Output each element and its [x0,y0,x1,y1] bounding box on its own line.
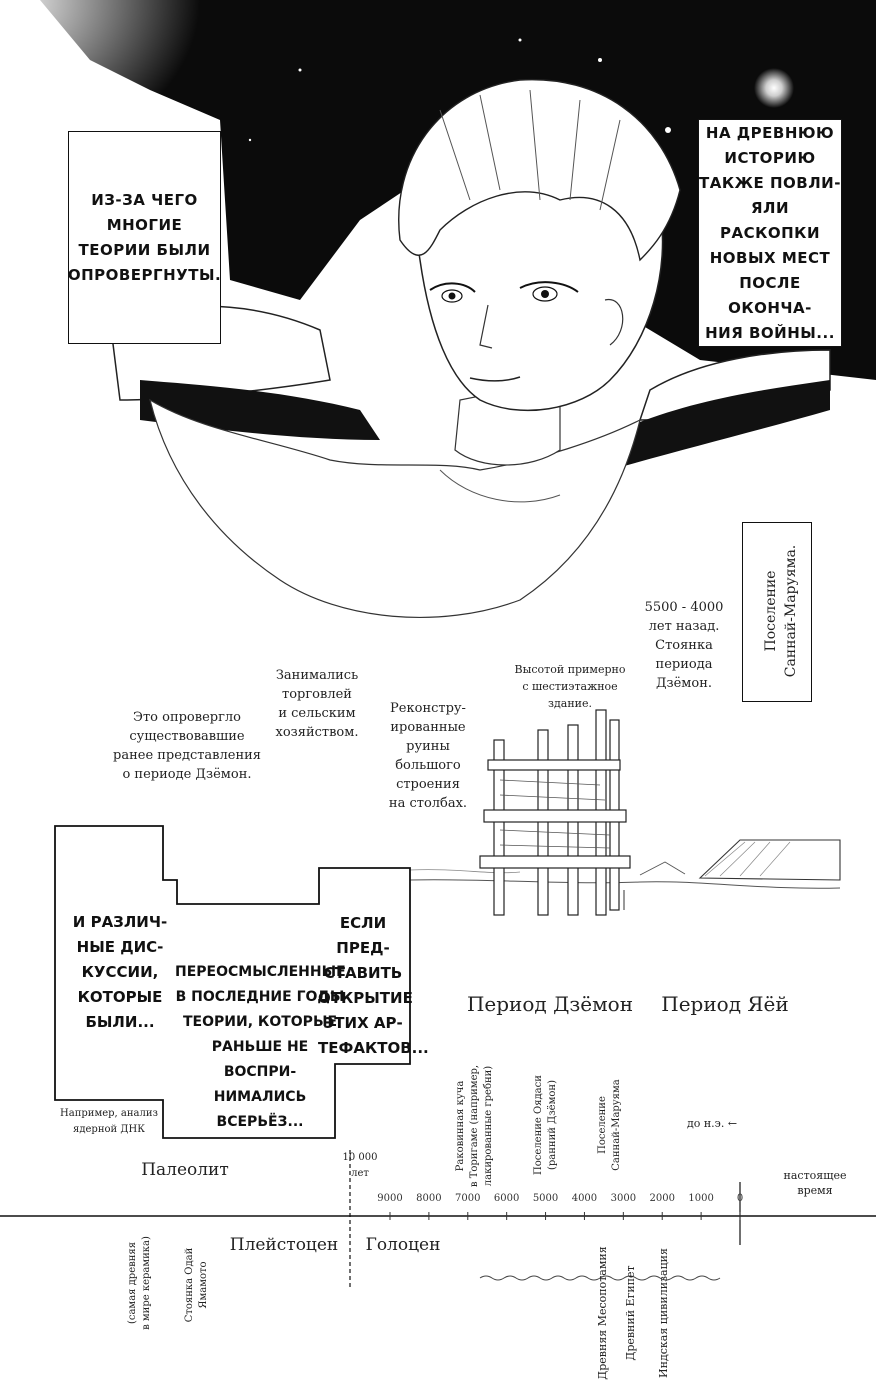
farming-note: Занимались торговлей и сельским хозяйств… [275,668,359,740]
timeline-tick-label: 3000 [610,1193,637,1204]
timeline-tick-label: 5000 [532,1193,559,1204]
paleolithic-label: Палеолит [141,1160,229,1180]
height-note: Высотой примерно с шестиэтажное здание. [514,663,626,710]
timeline-tick-label: 9000 [377,1193,403,1204]
ancient-egypt-label: Древний Египет [624,1265,637,1361]
caption-discussions: И РАЗЛИЧ- НЫЕ ДИС- КУССИИ, КОТОРЫЕ БЫЛИ.… [72,913,168,1031]
timeline-tick-label: 4000 [571,1193,598,1204]
mesopotamia-label: Древняя Месопотамия [596,1246,609,1380]
ruins-note: Реконстру- ированные руины большого стро… [388,701,468,811]
caption-imagine-discovery: ЕСЛИ ПРЕД- СТАВИТЬ ОТКРЫТИЕ ЭТИХ АР- ТЕФ… [318,914,429,1057]
ten-thousand-years-label: 10 000 лет [342,1152,378,1179]
pleistocene-label: Плейстоцен [229,1235,339,1255]
disproved-note: Это опровергло существовавшие ранее пред… [113,710,261,782]
oldest-pottery-label: (самая древняя в мире керамика) [127,1236,152,1330]
timeline-tick-label: 0 [736,1193,744,1204]
timeline-tick-label: 6000 [493,1193,520,1204]
holocene-label: Голоцен [365,1235,441,1255]
timeline-tick-label: 2000 [649,1193,675,1204]
site-name-box [742,522,812,702]
caption-box-top-left: ИЗ-ЗА ЧЕГО МНОГИЕ ТЕОРИИ БЫЛИ ОПРОВЕРГНУ… [68,131,221,344]
date-note: 5500 - 4000 лет назад. Стоянка периода Д… [644,600,724,691]
jomon-period-label: Период Дзёмон [466,992,634,1016]
sannai-maruyama-timeline-label: Поселение Саннай-Маруяма [597,1079,622,1171]
oyadashi-settlement-label: Поселение Оядаси (ранний Дзёмон) [533,1075,558,1175]
present-time-label: настоящее время [783,1169,847,1197]
dna-note: Например, анализ ядерной ДНК [60,1108,158,1135]
indus-civilization-label: Индская цивилизация [657,1248,670,1378]
character-illustration [109,78,831,619]
timeline-tick-label: 1000 [688,1193,714,1204]
caption-reconsidered-theories: ПЕРЕОСМЫСЛЕННЫЕ В ПОСЛЕДНИЕ ГОДЫ ТЕОРИИ,… [175,964,346,1130]
bc-label: до н.э. ← [686,1117,738,1130]
odai-yamamoto-label: Стоянка Одай Ямамото [184,1247,209,1323]
timeline-tick-label: 8000 [416,1193,442,1204]
tower-ruins-drawing [409,709,841,916]
torihama-shell-mound-label: Раковинная куча в Торигаме (например, ла… [455,1064,494,1188]
yayoi-period-label: Период Яёй [661,992,789,1016]
timeline-tick-label: 7000 [455,1193,481,1204]
caption-box-top-right: НА ДРЕВНЮЮ ИСТОРИЮ ТАКЖЕ ПОВЛИ- ЯЛИ РАСК… [698,119,842,347]
